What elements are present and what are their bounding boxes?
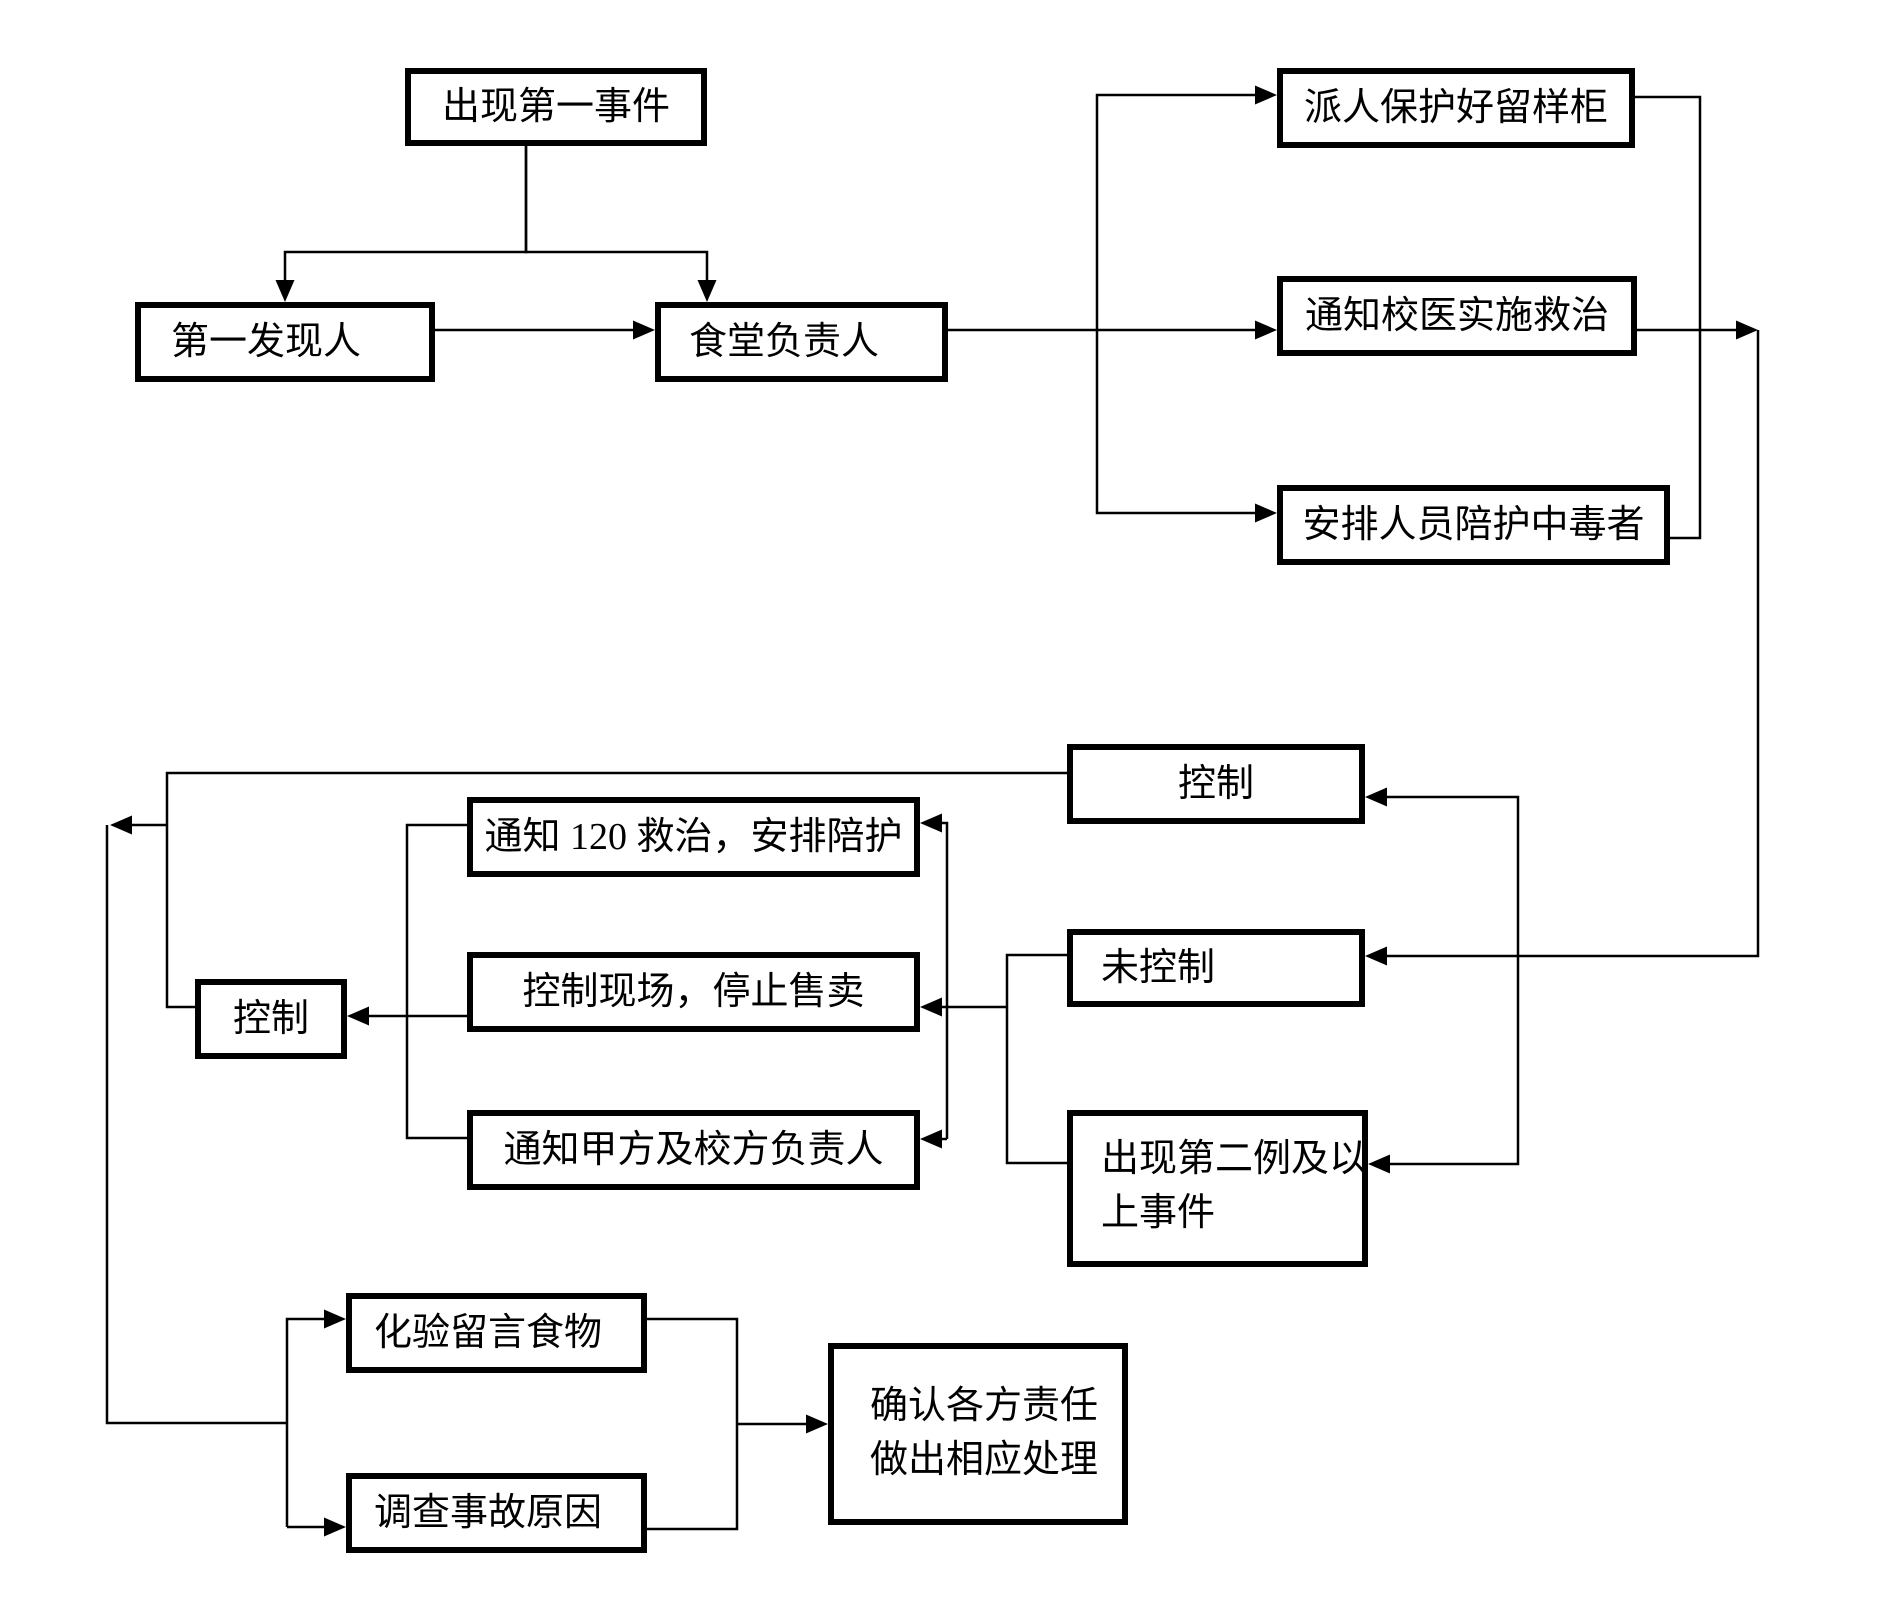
connector-line bbox=[1635, 95, 1702, 540]
flow-node-controlled-left: 控制 bbox=[195, 979, 347, 1059]
arrowhead bbox=[1255, 320, 1277, 340]
node-label: 通知甲方及校方负责人 bbox=[503, 1129, 884, 1171]
arrowhead bbox=[110, 815, 132, 835]
node-label: 通知校医实施救治 bbox=[1304, 295, 1609, 337]
edge-first-event-to-first-discoverer bbox=[275, 146, 528, 302]
flow-node-first-discoverer: 第一发现人 bbox=[135, 302, 435, 382]
edge-notify-120-to-notify-partners bbox=[405, 823, 467, 1140]
connector-line bbox=[105, 825, 287, 1425]
edge-control-scene-to-controlled-left bbox=[347, 1006, 467, 1026]
arrowhead bbox=[324, 1517, 346, 1537]
edge-protect-sample-cabinet-to-accompany-poisoned bbox=[1635, 95, 1702, 540]
arrowhead bbox=[633, 320, 655, 340]
node-label: 控制现场，停止售卖 bbox=[522, 971, 865, 1013]
flow-node-notify-partners: 通知甲方及校方负责人 bbox=[467, 1110, 920, 1190]
node-label: 控制 bbox=[232, 998, 309, 1040]
flow-node-controlled-right: 控制 bbox=[1067, 744, 1365, 824]
arrowhead bbox=[1365, 787, 1387, 807]
edge-canteen-manager-to-protect-sample-cabinet bbox=[1095, 85, 1277, 330]
arrowhead bbox=[920, 997, 942, 1017]
arrowhead bbox=[1365, 946, 1387, 966]
edge-controlled-junction-to-investigation-spine bbox=[110, 815, 167, 835]
node-label: 安排人员陪护中毒者 bbox=[1302, 504, 1645, 546]
connector-line bbox=[283, 146, 528, 284]
connector-line bbox=[405, 823, 467, 1140]
node-label: 控制 bbox=[1177, 763, 1254, 805]
edge-controlled-right-to-controlled-left bbox=[165, 771, 1067, 1009]
edge-investigation-branch-to-test-food bbox=[285, 1309, 346, 1527]
edge-not-controlled-to-second-case bbox=[1005, 953, 1067, 1165]
connector-line bbox=[1095, 330, 1259, 515]
flow-node-accompany-poisoned: 安排人员陪护中毒者 bbox=[1277, 485, 1670, 565]
edge-notify-school-doctor-to-outcome-spine bbox=[1637, 320, 1758, 340]
edge-investigation-branch-to-investigate-cause bbox=[287, 1517, 346, 1537]
flow-node-confirm-responsibility: 确认各方责任做出相应处理 bbox=[828, 1343, 1128, 1525]
node-label: 出现第一事件 bbox=[441, 86, 670, 128]
connector-line bbox=[1005, 953, 1067, 1165]
node-label: 未控制 bbox=[1101, 947, 1216, 989]
connector-line bbox=[647, 1317, 739, 1424]
arrowhead bbox=[1255, 85, 1277, 105]
arrowhead bbox=[347, 1006, 369, 1026]
flow-node-protect-sample-cabinet: 派人保护好留样柜 bbox=[1277, 68, 1635, 148]
arrowhead bbox=[324, 1309, 346, 1329]
arrowhead bbox=[806, 1414, 828, 1434]
edge-investigate-cause-to-merge-point bbox=[647, 1424, 739, 1531]
node-label: 第一发现人 bbox=[171, 321, 362, 363]
edge-first-event-to-canteen-manager bbox=[524, 146, 717, 302]
node-label: 化验留言食物 bbox=[374, 1312, 603, 1354]
node-label: 派人保护好留样柜 bbox=[1303, 87, 1608, 129]
node-label: 出现第二例及以 bbox=[1101, 1138, 1368, 1180]
arrowhead bbox=[1736, 320, 1758, 340]
arrowhead bbox=[275, 280, 295, 302]
connector-line bbox=[524, 146, 709, 284]
flow-node-canteen-manager: 食堂负责人 bbox=[655, 302, 948, 382]
edge-test-food-to-merge-point bbox=[647, 1317, 739, 1424]
connector-line bbox=[1095, 93, 1259, 330]
flow-node-first-event: 出现第一事件 bbox=[405, 68, 707, 146]
node-label: 做出相应处理 bbox=[870, 1439, 1099, 1481]
connector-line bbox=[1386, 956, 1520, 1166]
edge-outcome-spine-to-not-controlled bbox=[1365, 330, 1760, 966]
flow-node-investigate-cause: 调查事故原因 bbox=[346, 1473, 647, 1553]
flow-node-notify-120: 通知 120 救治，安排陪护 bbox=[467, 797, 920, 877]
edge-merge-point-to-confirm-responsibility bbox=[737, 1414, 828, 1434]
edge-investigation-spine-to-investigation-branch bbox=[105, 825, 287, 1425]
edge-canteen-manager-to-notify-school-doctor bbox=[948, 320, 1277, 340]
arrowhead bbox=[920, 1129, 942, 1149]
edge-not-controlled-to-control-scene bbox=[920, 997, 1007, 1017]
edge-first-discoverer-to-canteen-manager bbox=[435, 320, 655, 340]
edge-outcome-spine-to-controlled-right bbox=[1365, 787, 1520, 956]
flow-node-second-case: 出现第二例及以上事件 bbox=[1067, 1110, 1368, 1267]
flow-node-notify-school-doctor: 通知校医实施救治 bbox=[1277, 276, 1637, 356]
connector-line bbox=[647, 1424, 739, 1531]
node-label: 调查事故原因 bbox=[374, 1492, 603, 1534]
arrowhead bbox=[1368, 1154, 1390, 1174]
arrowhead bbox=[920, 813, 942, 833]
node-label: 上事件 bbox=[1101, 1192, 1216, 1234]
connector-line bbox=[1383, 330, 1760, 958]
edge-response-spine-to-notify-120 bbox=[920, 813, 949, 1139]
node-label: 通知 120 救治，安排陪护 bbox=[484, 816, 903, 858]
node-label: 确认各方责任 bbox=[870, 1385, 1099, 1427]
edge-canteen-manager-to-accompany-poisoned bbox=[1095, 330, 1277, 523]
connector-line bbox=[285, 1317, 328, 1527]
edge-outcome-spine-to-second-case bbox=[1368, 956, 1520, 1174]
edge-response-spine-to-notify-partners bbox=[920, 1129, 947, 1149]
arrowhead bbox=[697, 280, 717, 302]
arrowhead bbox=[1255, 503, 1277, 523]
connector-line bbox=[1383, 795, 1520, 956]
flow-node-control-scene: 控制现场，停止售卖 bbox=[467, 952, 920, 1032]
connector-line bbox=[938, 821, 949, 1139]
flow-node-not-controlled: 未控制 bbox=[1067, 929, 1365, 1007]
connector-line bbox=[165, 771, 1067, 1009]
node-label: 食堂负责人 bbox=[689, 321, 880, 363]
flow-node-test-food: 化验留言食物 bbox=[346, 1293, 647, 1373]
